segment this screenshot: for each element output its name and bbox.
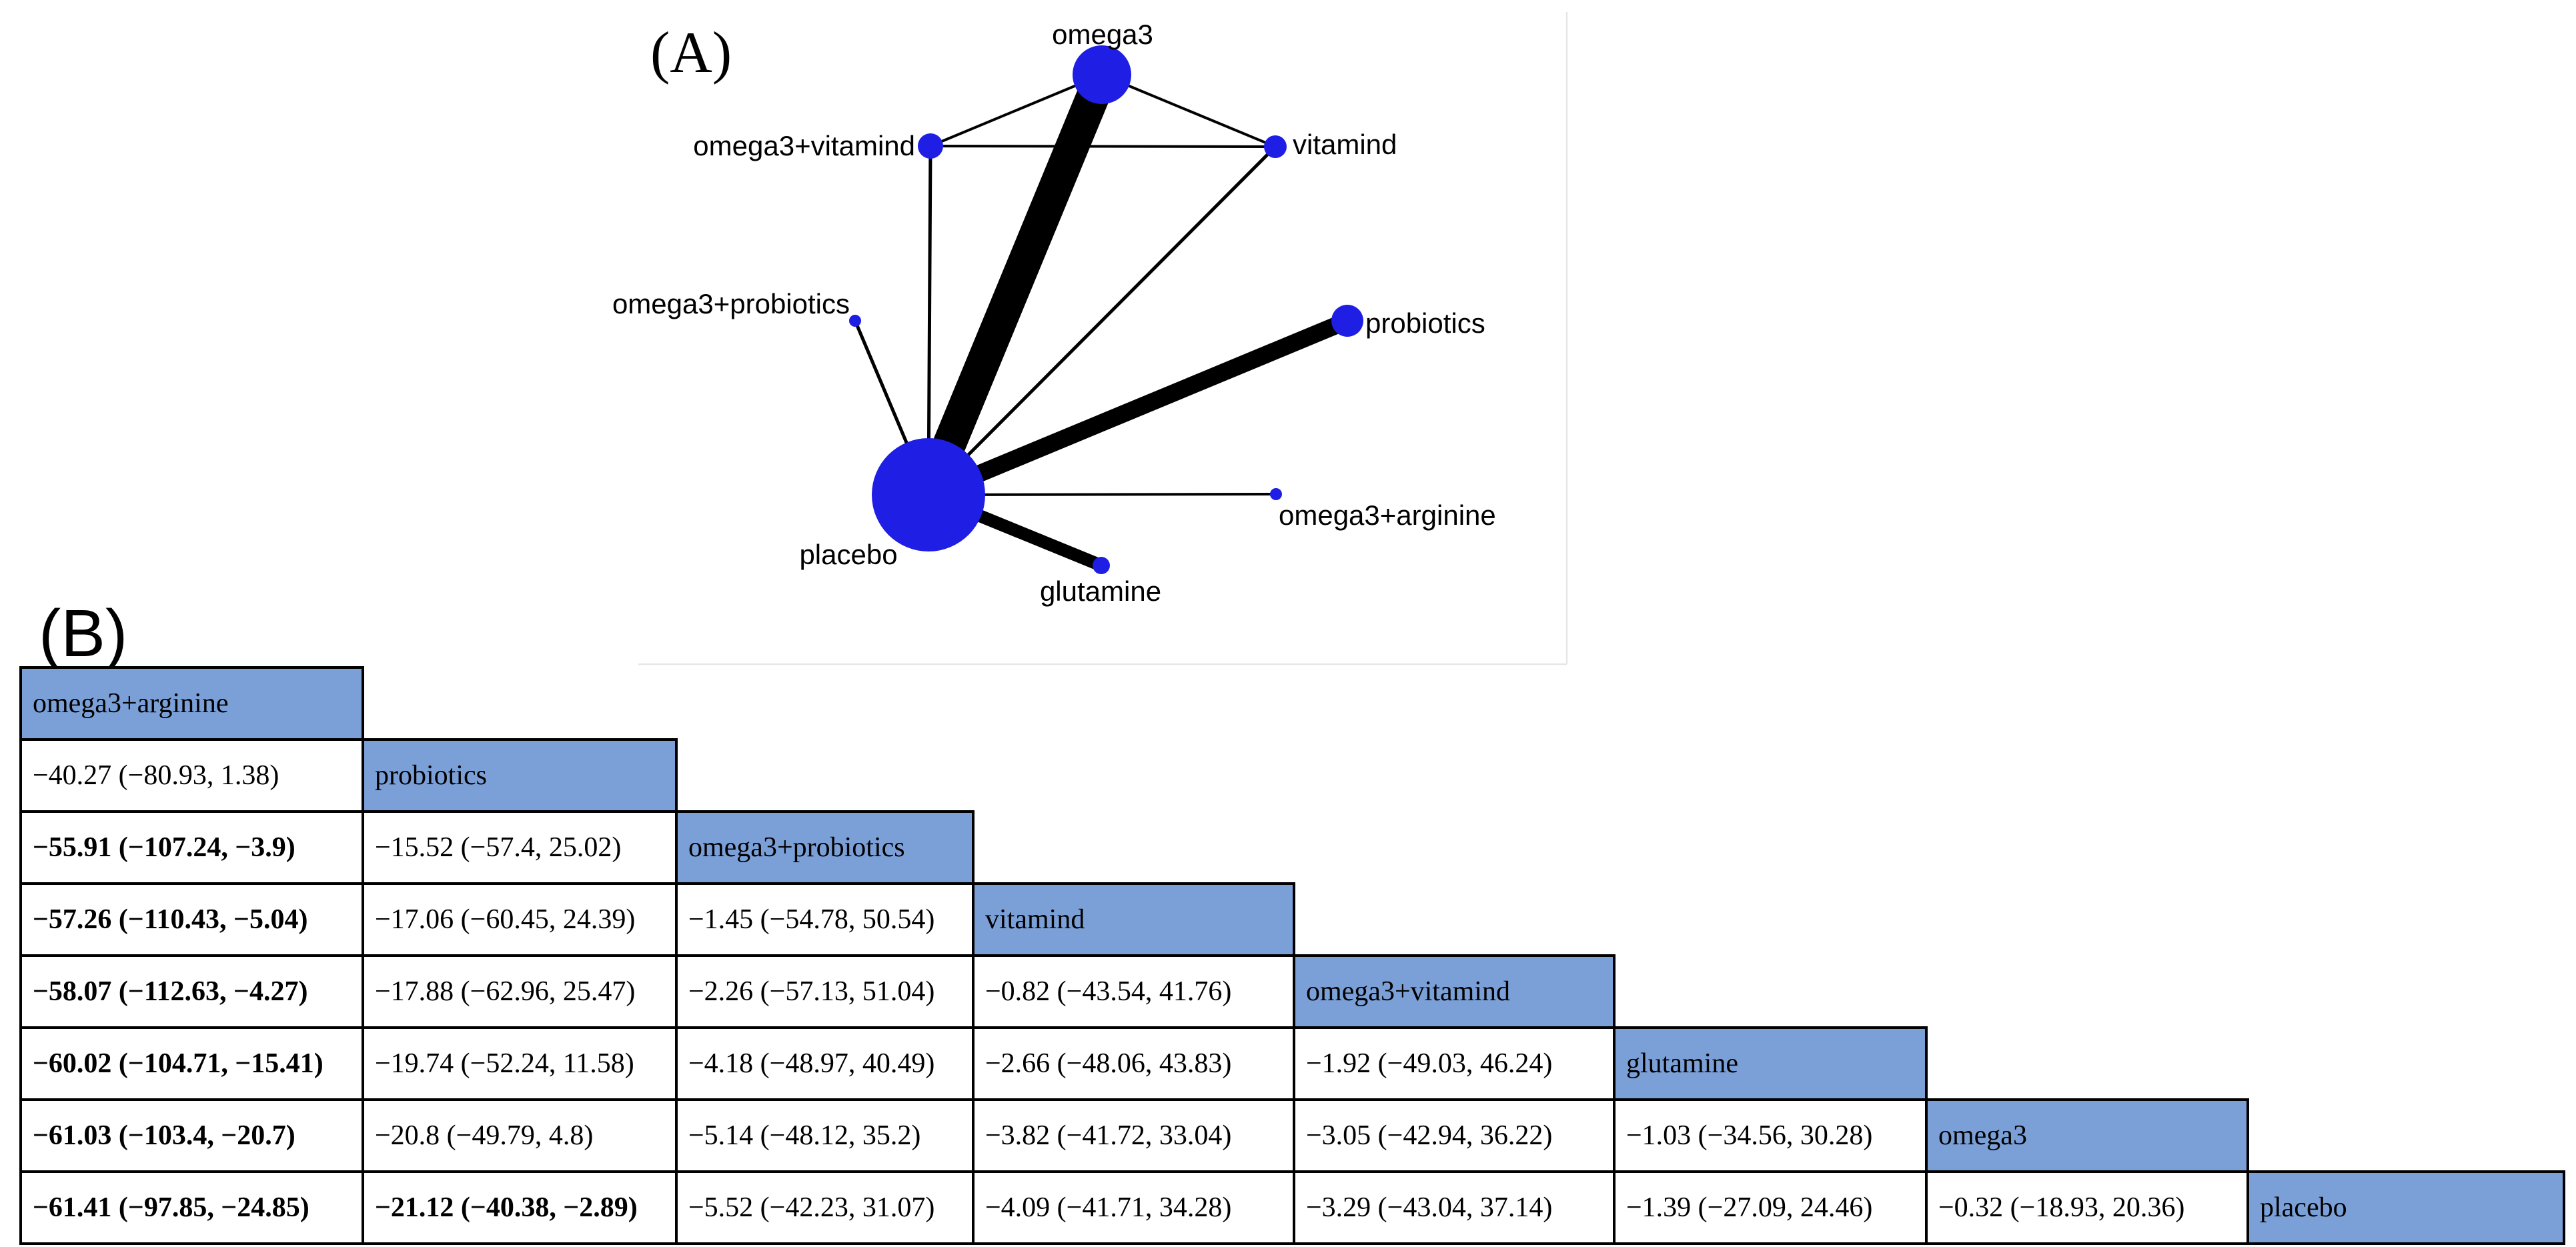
edge-placebo-omega3-arginine — [928, 493, 1277, 496]
edge-placebo-vitamind — [927, 145, 1277, 496]
node-probiotics — [1331, 305, 1363, 337]
effect-cell-r6c3: −4.18 (−48.97, 40.49) — [675, 1026, 975, 1101]
node-omega3-probiotics — [849, 315, 861, 327]
edge-omega3-vitamind — [1101, 73, 1276, 148]
table-empty-region-r4 — [1294, 884, 2564, 956]
effect-cell-r7c5: −3.05 (−42.94, 36.22) — [1293, 1098, 1616, 1173]
edge-placebo-omega3-vitamind — [926, 145, 932, 495]
effect-cell-r8c6: −1.39 (−27.09, 24.46) — [1613, 1170, 1928, 1245]
league-row-4: −57.26 (−110.43, −5.04)−17.06 (−60.45, 2… — [19, 882, 2564, 957]
league-row-7: −61.03 (−103.4, −20.7)−20.8 (−49.79, 4.8… — [19, 1098, 2564, 1173]
effect-cell-r5c1: −58.07 (−112.63, −4.27) — [19, 954, 364, 1029]
league-row-3: −55.91 (−107.24, −3.9)−15.52 (−57.4, 25.… — [19, 810, 2564, 885]
league-row-1: omega3+arginine — [19, 666, 2564, 741]
node-glutamine — [1093, 557, 1110, 574]
league-row-5: −58.07 (−112.63, −4.27)−17.88 (−62.96, 2… — [19, 954, 2564, 1029]
table-empty-region-r6 — [1926, 1028, 2564, 1100]
edge-omega3-vitamind-vitamind — [930, 145, 1276, 148]
network-node-labels: omega3 omega3+vitamind vitamind omega3+prob… — [612, 19, 1496, 607]
node-label-glutamine: glutamine — [1040, 575, 1161, 607]
node-label-probiotics: probiotics — [1365, 307, 1485, 339]
treatment-cell-omega3: omega3 — [1925, 1098, 2249, 1173]
node-label-vitamind: vitamind — [1293, 129, 1397, 160]
treatment-cell-glutamine: glutamine — [1613, 1026, 1928, 1101]
node-label-omega3-probiotics: omega3+probiotics — [612, 288, 850, 319]
league-row-8: −61.41 (−97.85, −24.85)−21.12 (−40.38, −… — [19, 1170, 2566, 1245]
panel-b-label: (B) — [39, 596, 128, 671]
node-label-placebo: placebo — [799, 539, 897, 570]
treatment-cell-omega3+probiotics: omega3+probiotics — [675, 810, 975, 885]
effect-cell-r5c3: −2.26 (−57.13, 51.04) — [675, 954, 975, 1029]
effect-cell-r5c2: −17.88 (−62.96, 25.47) — [362, 954, 678, 1029]
network-edges — [853, 68, 1351, 571]
table-empty-region-r7 — [2248, 1100, 2564, 1172]
effect-cell-r5c4: −0.82 (−43.54, 41.76) — [972, 954, 1295, 1029]
node-placebo — [872, 438, 985, 551]
effect-cell-r8c5: −3.29 (−43.04, 37.14) — [1293, 1170, 1616, 1245]
panel-a-label: (A) — [650, 21, 732, 85]
effect-cell-r7c6: −1.03 (−34.56, 30.28) — [1613, 1098, 1928, 1173]
league-row-6: −60.02 (−104.71, −15.41)−19.74 (−52.24, … — [19, 1026, 2564, 1101]
effect-cell-r6c1: −60.02 (−104.71, −15.41) — [19, 1026, 364, 1101]
node-label-omega3-vitamind: omega3+vitamind — [693, 130, 915, 161]
node-omega3-arginine — [1270, 488, 1282, 500]
effect-cell-r4c3: −1.45 (−54.78, 50.54) — [675, 882, 975, 957]
treatment-cell-vitamind: vitamind — [972, 882, 1295, 957]
effect-cell-r7c4: −3.82 (−41.72, 33.04) — [972, 1098, 1295, 1173]
effect-cell-r8c1: −61.41 (−97.85, −24.85) — [19, 1170, 364, 1245]
effect-cell-r8c2: −21.12 (−40.38, −2.89) — [362, 1170, 678, 1245]
effect-cell-r2c1: −40.27 (−80.93, 1.38) — [19, 738, 364, 813]
node-omega3-vitamind — [918, 133, 943, 159]
table-empty-region-r3 — [973, 812, 2564, 884]
edge-placebo-omega3 — [912, 68, 1118, 501]
effect-cell-r8c4: −4.09 (−41.71, 34.28) — [972, 1170, 1295, 1245]
effect-cell-r6c5: −1.92 (−49.03, 46.24) — [1293, 1026, 1616, 1101]
league-table: omega3+arginine−40.27 (−80.93, 1.38)prob… — [19, 666, 2566, 1245]
effect-cell-r4c1: −57.26 (−110.43, −5.04) — [19, 882, 364, 957]
effect-cell-r8c3: −5.52 (−42.23, 31.07) — [675, 1170, 975, 1245]
treatment-cell-omega3+vitamind: omega3+vitamind — [1293, 954, 1616, 1029]
effect-cell-r3c2: −15.52 (−57.4, 25.02) — [362, 810, 678, 885]
treatment-cell-probiotics: probiotics — [362, 738, 678, 813]
table-empty-region-r1 — [363, 668, 2564, 740]
table-empty-region-r5 — [1614, 956, 2564, 1028]
effect-cell-r8c7: −0.32 (−18.93, 20.36) — [1925, 1170, 2249, 1245]
effect-cell-r6c4: −2.66 (−48.06, 43.83) — [972, 1026, 1295, 1101]
edge-omega3-omega3-vitamind — [930, 73, 1103, 147]
node-label-omega3-arginine: omega3+arginine — [1279, 499, 1496, 531]
network-nodes — [849, 45, 1363, 574]
effect-cell-r6c2: −19.74 (−52.24, 11.58) — [362, 1026, 678, 1101]
league-row-2: −40.27 (−80.93, 1.38)probiotics — [19, 738, 2564, 813]
node-omega3 — [1073, 45, 1131, 104]
effect-cell-r7c2: −20.8 (−49.79, 4.8) — [362, 1098, 678, 1173]
node-label-omega3: omega3 — [1052, 19, 1153, 50]
treatment-cell-omega3+arginine: omega3+arginine — [19, 666, 364, 741]
effect-cell-r7c1: −61.03 (−103.4, −20.7) — [19, 1098, 364, 1173]
effect-cell-r3c1: −55.91 (−107.24, −3.9) — [19, 810, 364, 885]
table-empty-region-r2 — [676, 740, 2564, 812]
effect-cell-r4c2: −17.06 (−60.45, 24.39) — [362, 882, 678, 957]
effect-cell-r7c3: −5.14 (−48.12, 35.2) — [675, 1098, 975, 1173]
node-vitamind — [1264, 135, 1287, 158]
edge-placebo-probiotics — [925, 312, 1351, 503]
treatment-cell-placebo: placebo — [2246, 1170, 2566, 1245]
